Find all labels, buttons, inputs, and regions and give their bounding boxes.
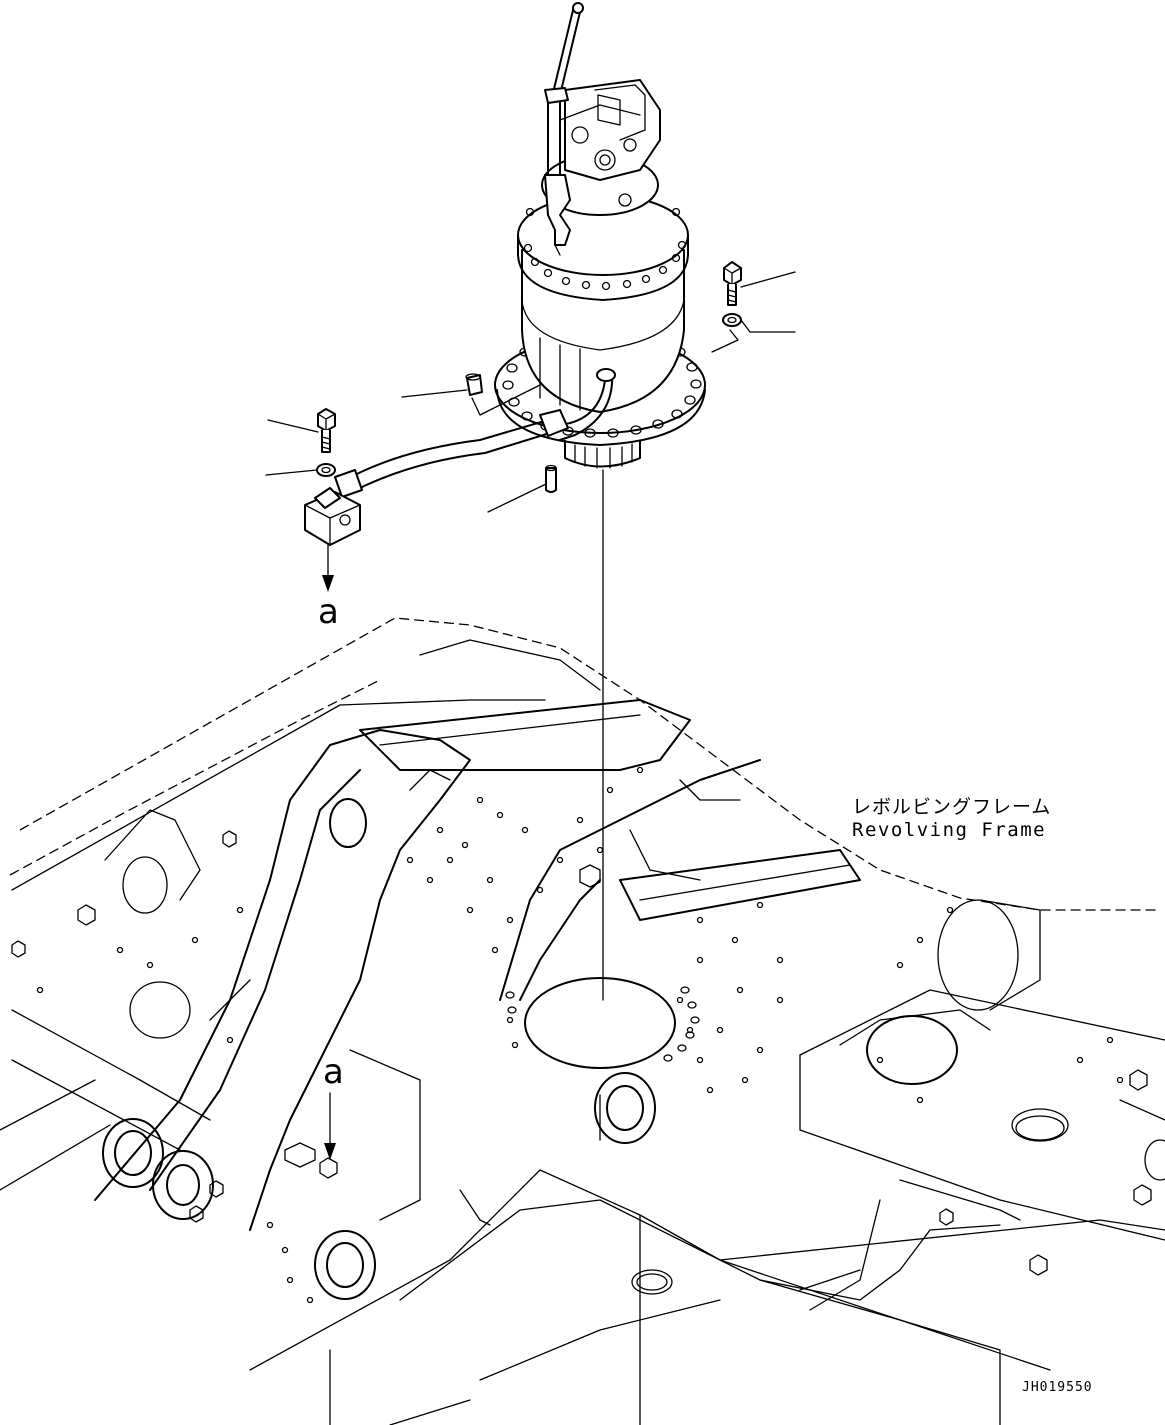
mounting-bolt-left bbox=[265, 408, 336, 477]
callout-label-upper: a bbox=[318, 592, 339, 632]
mounting-bolt bbox=[723, 261, 796, 306]
grease-hose bbox=[334, 409, 569, 498]
callout-label-lower: a bbox=[323, 1052, 344, 1092]
grease-fitting-cap bbox=[401, 373, 541, 416]
drawing-number: JH019550 bbox=[1022, 1380, 1093, 1395]
callout-arrow-lower bbox=[324, 1092, 336, 1160]
washer bbox=[711, 313, 796, 353]
frame-label-english: Revolving Frame bbox=[852, 819, 1047, 841]
connector-block bbox=[304, 487, 361, 592]
swing-motor-assembly bbox=[494, 2, 706, 1001]
dowel-pin bbox=[487, 464, 557, 513]
frame-label-japanese: レボルビングフレーム bbox=[852, 796, 1052, 818]
revolving-frame bbox=[0, 617, 1165, 1425]
